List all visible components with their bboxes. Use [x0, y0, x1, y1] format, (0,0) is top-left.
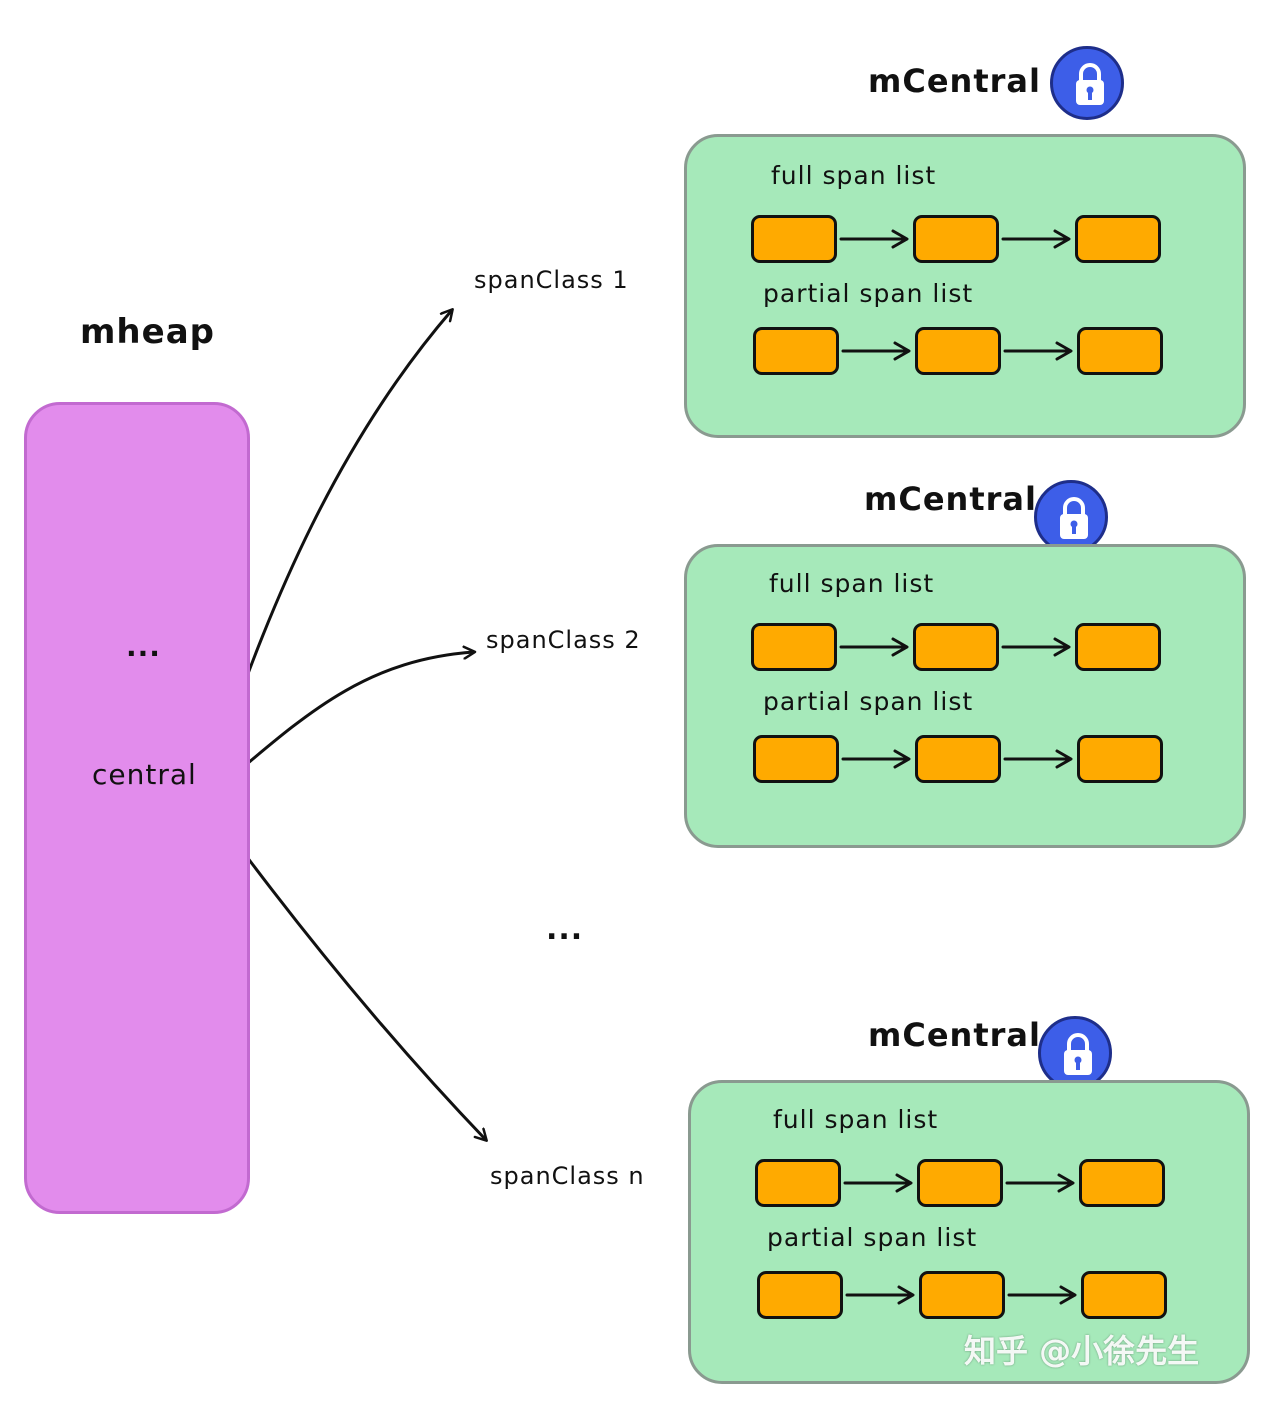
arrow-to-spanclass-2: [215, 652, 474, 792]
span-block: [751, 623, 837, 671]
list-arrow: [843, 1173, 913, 1193]
span-block: [917, 1159, 1003, 1207]
span-block: [1075, 623, 1161, 671]
mheap-ellipsis: ...: [126, 630, 161, 663]
span-block: [1081, 1271, 1167, 1319]
lock-icon: [1050, 46, 1124, 120]
list-arrow: [841, 749, 911, 769]
span-block: [753, 327, 839, 375]
span-block: [913, 623, 999, 671]
list-arrow: [845, 1285, 915, 1305]
span-block: [1079, 1159, 1165, 1207]
spanclass-2-label: spanClass 2: [486, 626, 641, 654]
span-block: [915, 735, 1001, 783]
partial-span-list-label: partial span list: [763, 279, 974, 308]
span-block: [1077, 327, 1163, 375]
spanclass-n-label: spanClass n: [490, 1162, 645, 1190]
partial-span-list-label: partial span list: [763, 687, 974, 716]
list-arrow: [839, 637, 909, 657]
spanclass-1-label: spanClass 1: [474, 266, 629, 294]
mcentral-3-box: full span list partial span list: [688, 1080, 1250, 1384]
list-arrow: [1007, 1285, 1077, 1305]
arrow-to-spanclass-n: [210, 809, 486, 1140]
span-block: [915, 327, 1001, 375]
middle-ellipsis: ...: [546, 912, 584, 947]
list-arrow: [1001, 229, 1071, 249]
list-arrow: [1003, 341, 1073, 361]
lock-icon: [1038, 1016, 1112, 1090]
lock-icon: [1034, 480, 1108, 554]
list-arrow: [1005, 1173, 1075, 1193]
full-span-list-label: full span list: [769, 569, 935, 598]
span-block: [913, 215, 999, 263]
span-block: [757, 1271, 843, 1319]
span-block: [1075, 215, 1161, 263]
mcentral-1-box: full span list partial span list: [684, 134, 1246, 438]
mheap-title: mheap: [80, 312, 215, 352]
span-block: [919, 1271, 1005, 1319]
mheap-box: [24, 402, 250, 1214]
mcentral-2-box: full span list partial span list: [684, 544, 1246, 848]
span-block: [753, 735, 839, 783]
mcentral-1-title: mCentral: [868, 62, 1041, 100]
list-arrow: [841, 341, 911, 361]
span-block: [755, 1159, 841, 1207]
list-arrow: [1003, 749, 1073, 769]
full-span-list-label: full span list: [771, 161, 937, 190]
mcentral-3-title: mCentral: [868, 1016, 1041, 1054]
mheap-central-label: central: [92, 758, 197, 791]
mcentral-2-title: mCentral: [864, 480, 1037, 518]
full-span-list-label: full span list: [773, 1105, 939, 1134]
watermark: 知乎 @小徐先生: [964, 1332, 1200, 1370]
list-arrow: [839, 229, 909, 249]
list-arrow: [1001, 637, 1071, 657]
partial-span-list-label: partial span list: [767, 1223, 978, 1252]
span-block: [1077, 735, 1163, 783]
span-block: [751, 215, 837, 263]
